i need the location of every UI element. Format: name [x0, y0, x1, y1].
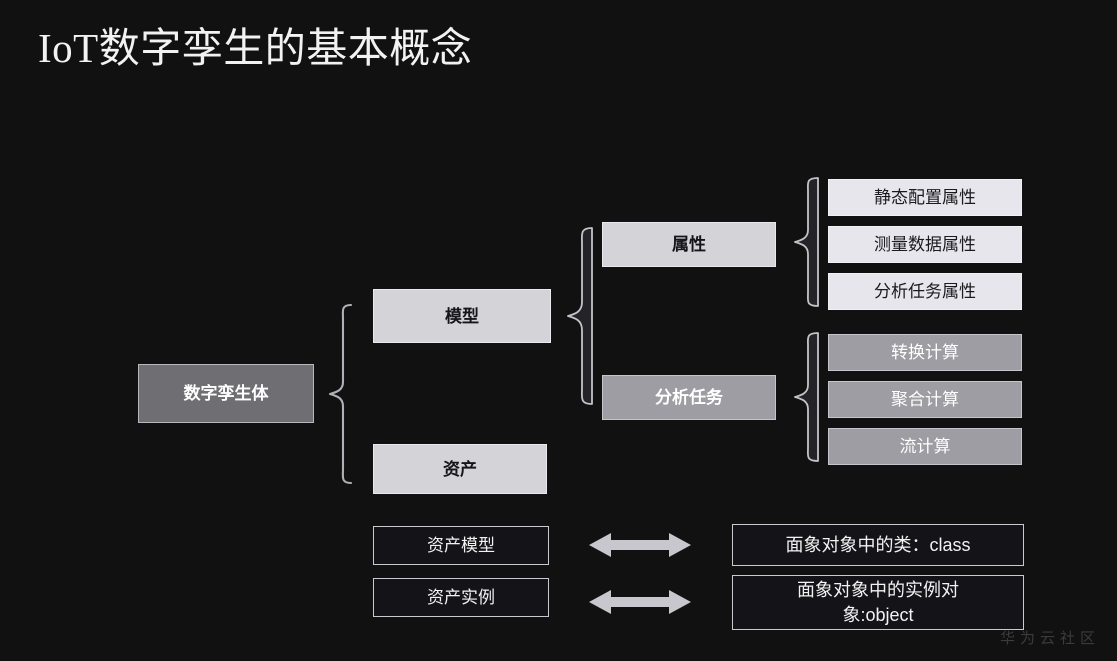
brace-analysis-to-items [793, 331, 821, 463]
node-attributes[interactable]: 属性 [602, 222, 776, 267]
node-label: 静态配置属性 [874, 188, 976, 207]
node-label-line1: 面象对象中的实例对 [797, 579, 959, 600]
node-label: 流计算 [899, 437, 951, 456]
node-label: 聚合计算 [891, 390, 959, 409]
node-model[interactable]: 模型 [373, 289, 551, 343]
node-label: 转换计算 [891, 343, 959, 362]
node-asset[interactable]: 资产 [373, 444, 547, 494]
page-title: IoT数字孪生的基本概念 [38, 25, 473, 71]
brace-attributes-to-items [793, 176, 821, 308]
node-analysis-item-1[interactable]: 聚合计算 [828, 381, 1022, 418]
node-label: 属性 [672, 235, 706, 254]
node-attribute-item-2[interactable]: 分析任务属性 [828, 273, 1022, 310]
node-label: 测量数据属性 [874, 235, 976, 254]
node-label: 分析任务 [655, 388, 723, 407]
node-label: 资产实例 [427, 588, 495, 607]
node-digital-twin-root[interactable]: 数字孪生体 [138, 364, 314, 423]
node-attribute-item-0[interactable]: 静态配置属性 [828, 179, 1022, 216]
node-asset-model[interactable]: 资产模型 [373, 526, 549, 565]
node-oo-object[interactable]: 面象对象中的实例对 象:object [732, 575, 1024, 630]
node-asset-instance[interactable]: 资产实例 [373, 578, 549, 617]
node-label: 面象对象中的类：class [785, 534, 971, 555]
watermark: 华为云社区 [993, 627, 1100, 648]
node-analysis-item-2[interactable]: 流计算 [828, 428, 1022, 465]
node-label: 数字孪生体 [183, 384, 269, 403]
node-label: 资产模型 [427, 536, 495, 555]
node-label-line2: 象:object [842, 604, 914, 625]
node-attribute-item-1[interactable]: 测量数据属性 [828, 226, 1022, 263]
watermark-text: 华为云社区 [999, 630, 1100, 647]
node-analysis-item-0[interactable]: 转换计算 [828, 334, 1022, 371]
brace-root-to-level1 [327, 303, 353, 485]
node-label: 资产 [443, 459, 477, 479]
node-oo-class[interactable]: 面象对象中的类：class [732, 524, 1024, 566]
node-analysis-tasks[interactable]: 分析任务 [602, 375, 776, 420]
double-headed-arrow-icon-0 [589, 531, 691, 559]
double-headed-arrow-icon-1 [589, 588, 691, 616]
node-label: 分析任务属性 [874, 282, 976, 301]
node-label: 模型 [445, 306, 479, 326]
brace-model-to-level2 [566, 226, 596, 406]
